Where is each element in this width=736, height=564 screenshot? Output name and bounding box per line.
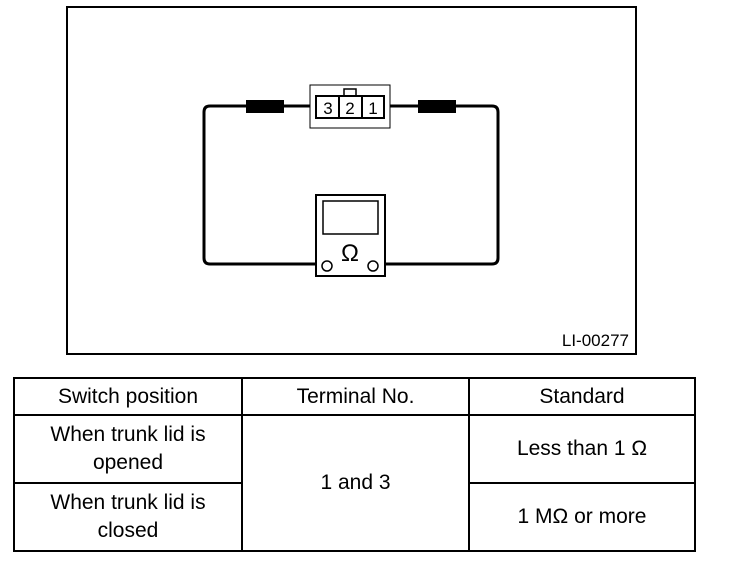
header-standard: Standard xyxy=(468,377,696,416)
trunk-lid-switch-connector: 3 2 1 xyxy=(309,84,391,129)
meter-display xyxy=(322,200,379,235)
connector-pin-3: 3 xyxy=(323,99,332,118)
table-header-row: Switch position Terminal No. Standard xyxy=(13,377,696,416)
circuit-wire xyxy=(202,104,322,266)
circuit-wire xyxy=(378,104,500,266)
connector-pin-1: 1 xyxy=(368,99,377,118)
test-lead-probe-right xyxy=(418,100,456,113)
switch-position-cell: When trunk lid is closed xyxy=(13,482,243,552)
test-lead-probe-left xyxy=(246,100,284,113)
table-row: When trunk lid is closed 1 MΩ or more xyxy=(13,482,696,552)
standard-cell: 1 MΩ or more xyxy=(468,482,696,552)
meter-terminal-left xyxy=(321,260,333,272)
connector-pin-2: 2 xyxy=(345,99,354,118)
circuit-diagram: 3 2 1 Ω LI-00277 xyxy=(66,6,637,355)
figure-frame xyxy=(66,6,637,355)
header-switch-position: Switch position xyxy=(13,377,243,416)
standard-cell: Less than 1 Ω xyxy=(468,414,696,484)
ohm-symbol: Ω xyxy=(341,240,359,267)
resistance-spec-table: Switch position Terminal No. Standard Wh… xyxy=(13,377,696,552)
figure-id: LI-00277 xyxy=(562,331,629,350)
terminal-no-cell: 1 and 3 xyxy=(241,414,470,552)
ohmmeter: Ω xyxy=(315,194,386,277)
header-terminal-no: Terminal No. xyxy=(241,377,470,416)
table-row: When trunk lid is opened 1 and 3 Less th… xyxy=(13,414,696,552)
switch-position-cell: When trunk lid is opened xyxy=(13,414,243,484)
meter-terminal-right xyxy=(367,260,379,272)
